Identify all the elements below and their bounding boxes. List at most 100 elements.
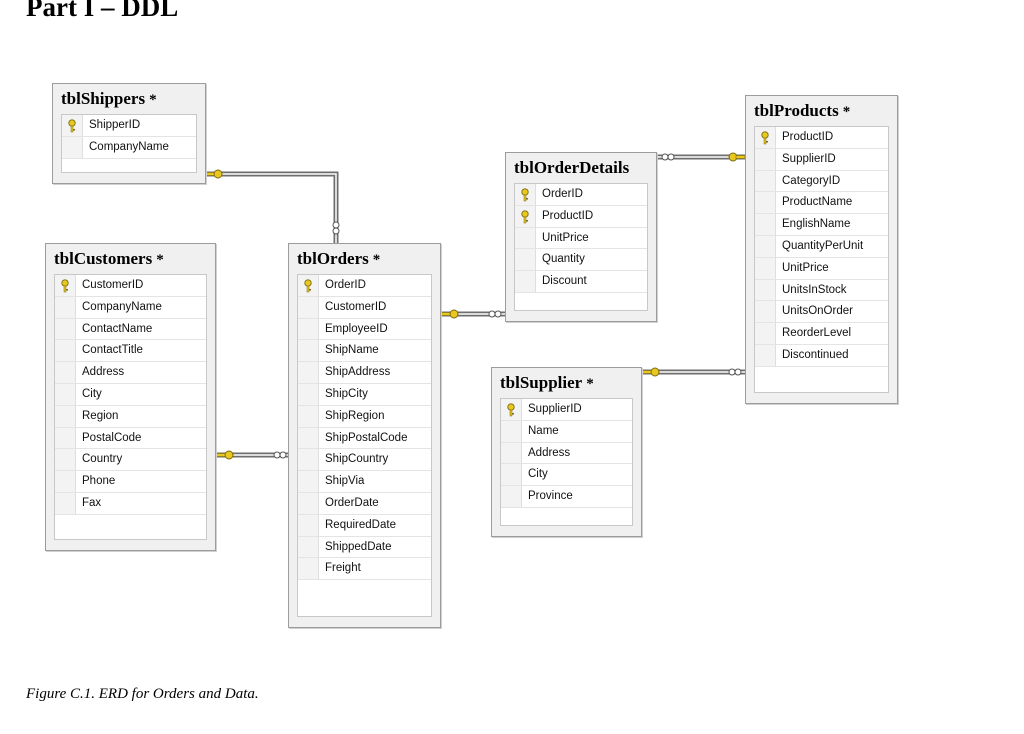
- row-selector[interactable]: [298, 558, 319, 580]
- row-selector[interactable]: [501, 442, 522, 464]
- column-row[interactable]: City: [501, 464, 632, 487]
- row-selector[interactable]: [298, 449, 319, 471]
- row-selector[interactable]: [755, 344, 776, 366]
- row-selector[interactable]: [298, 296, 319, 318]
- row-selector[interactable]: [298, 471, 319, 492]
- column-row[interactable]: EnglishName: [755, 214, 888, 236]
- column-row[interactable]: Country: [55, 449, 206, 472]
- row-selector[interactable]: [55, 405, 76, 427]
- column-row[interactable]: ShippedDate: [298, 536, 431, 559]
- row-selector[interactable]: [55, 449, 76, 471]
- column-row[interactable]: RequiredDate: [298, 514, 431, 537]
- row-selector[interactable]: [501, 420, 522, 442]
- column-row[interactable]: Address: [55, 362, 206, 384]
- row-selector[interactable]: [55, 318, 76, 340]
- column-row[interactable]: QuantityPerUnit: [755, 235, 888, 258]
- row-selector[interactable]: [62, 115, 83, 136]
- row-selector[interactable]: [755, 279, 776, 301]
- column-row[interactable]: ShipPostalCode: [298, 427, 431, 450]
- column-row[interactable]: ReorderLevel: [755, 323, 888, 345]
- row-selector[interactable]: [501, 486, 522, 507]
- row-selector[interactable]: [755, 301, 776, 323]
- column-row[interactable]: ShipVia: [298, 471, 431, 493]
- row-selector[interactable]: [515, 227, 536, 249]
- row-selector[interactable]: [298, 340, 319, 362]
- row-selector[interactable]: [298, 514, 319, 536]
- row-selector[interactable]: [298, 536, 319, 558]
- column-row[interactable]: OrderDate: [298, 492, 431, 515]
- column-row[interactable]: Freight: [298, 558, 431, 581]
- column-row[interactable]: ProductName: [755, 192, 888, 215]
- row-selector[interactable]: [55, 471, 76, 492]
- column-row[interactable]: UnitPrice: [515, 227, 647, 250]
- column-row[interactable]: UnitPrice: [755, 257, 888, 280]
- row-selector[interactable]: [55, 275, 76, 296]
- column-row[interactable]: ShipName: [298, 340, 431, 363]
- column-row[interactable]: City: [55, 383, 206, 406]
- row-selector[interactable]: [298, 383, 319, 405]
- row-selector[interactable]: [55, 340, 76, 362]
- row-selector[interactable]: [55, 492, 76, 514]
- column-row[interactable]: ShipRegion: [298, 405, 431, 428]
- row-selector[interactable]: [55, 296, 76, 318]
- column-row[interactable]: Region: [55, 405, 206, 428]
- column-row[interactable]: OrderID: [515, 184, 647, 206]
- column-row[interactable]: CompanyName: [62, 136, 196, 159]
- row-selector[interactable]: [515, 205, 536, 227]
- column-row[interactable]: ContactName: [55, 318, 206, 341]
- column-row[interactable]: Discontinued: [755, 344, 888, 367]
- column-row[interactable]: ShipperID: [62, 115, 196, 137]
- row-selector[interactable]: [501, 464, 522, 486]
- column-row[interactable]: Phone: [55, 471, 206, 493]
- column-row[interactable]: ShipAddress: [298, 362, 431, 384]
- row-selector[interactable]: [755, 323, 776, 344]
- row-selector[interactable]: [501, 399, 522, 420]
- column-row[interactable]: CustomerID: [298, 296, 431, 319]
- row-selector[interactable]: [515, 249, 536, 271]
- row-selector[interactable]: [298, 427, 319, 449]
- column-row[interactable]: CategoryID: [755, 170, 888, 193]
- column-row[interactable]: PostalCode: [55, 427, 206, 450]
- column-row[interactable]: EmployeeID: [298, 318, 431, 341]
- column-row[interactable]: UnitsOnOrder: [755, 301, 888, 324]
- row-selector[interactable]: [298, 275, 319, 296]
- column-row[interactable]: ContactTitle: [55, 340, 206, 363]
- row-selector[interactable]: [515, 184, 536, 205]
- column-row[interactable]: Quantity: [515, 249, 647, 272]
- column-row[interactable]: Fax: [55, 492, 206, 515]
- row-selector[interactable]: [755, 170, 776, 192]
- column-row[interactable]: ProductID: [755, 127, 888, 149]
- row-selector[interactable]: [62, 136, 83, 158]
- column-row[interactable]: Discount: [515, 271, 647, 293]
- row-selector[interactable]: [755, 235, 776, 257]
- row-selector[interactable]: [298, 362, 319, 383]
- row-selector[interactable]: [755, 148, 776, 170]
- row-selector[interactable]: [298, 492, 319, 514]
- row-selector[interactable]: [55, 427, 76, 449]
- row-selector[interactable]: [298, 318, 319, 340]
- column-row[interactable]: ShipCity: [298, 383, 431, 406]
- row-selector[interactable]: [755, 257, 776, 279]
- column-row[interactable]: SupplierID: [501, 399, 632, 421]
- column-row[interactable]: Address: [501, 442, 632, 465]
- column-row[interactable]: ShipCountry: [298, 449, 431, 472]
- column-row[interactable]: UnitsInStock: [755, 279, 888, 302]
- row-selector[interactable]: [298, 405, 319, 427]
- row-selector[interactable]: [515, 271, 536, 292]
- column-row[interactable]: CompanyName: [55, 296, 206, 319]
- row-selector[interactable]: [55, 383, 76, 405]
- column-row[interactable]: ProductID: [515, 205, 647, 228]
- column-row[interactable]: CustomerID: [55, 275, 206, 297]
- column-row[interactable]: OrderID: [298, 275, 431, 297]
- row-selector[interactable]: [755, 192, 776, 214]
- column-row[interactable]: Name: [501, 420, 632, 443]
- row-selector[interactable]: [755, 214, 776, 235]
- row-selector[interactable]: [755, 127, 776, 148]
- column-row[interactable]: Province: [501, 486, 632, 508]
- column-row[interactable]: SupplierID: [755, 148, 888, 171]
